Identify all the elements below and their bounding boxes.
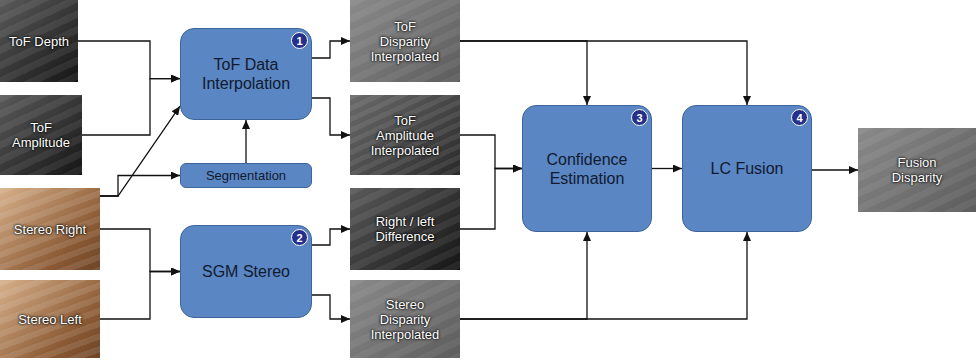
node-label: Stereo Right <box>14 222 86 237</box>
flow-arrow <box>460 41 587 105</box>
flow-arrow <box>460 135 522 169</box>
image-thumbnail: Fusion Disparity <box>858 128 976 212</box>
callout-number: 3 <box>631 109 648 126</box>
image-thumbnail: Stereo Right <box>0 188 100 270</box>
callout-number: 3 <box>636 111 642 125</box>
node-label: LC Fusion <box>711 159 784 178</box>
callout-number: 2 <box>296 231 302 245</box>
process-box: SGM Stereo 2 <box>180 225 312 318</box>
image-thumbnail: Right / left Difference <box>350 188 460 270</box>
node-label: SGM Stereo <box>202 262 290 281</box>
flow-arrow <box>100 176 180 197</box>
node-label: Confidence Estimation <box>535 150 639 188</box>
flow-arrow <box>100 106 180 196</box>
image-thumbnail: ToF Amplitude Interpolated <box>350 95 460 175</box>
node-label: ToF Amplitude Interpolated <box>368 113 442 158</box>
flow-arrow <box>652 168 682 169</box>
node-label: ToF Disparity Interpolated <box>368 19 442 64</box>
node-label: Segmentation <box>206 168 286 183</box>
callout-number: 1 <box>296 34 302 48</box>
image-thumbnail: ToF Amplitude <box>0 95 82 175</box>
node-label: ToF Data Interpolation <box>194 55 298 93</box>
flow-arrow <box>78 41 180 79</box>
process-box: Confidence Estimation 3 <box>522 105 652 232</box>
image-thumbnail: ToF Disparity Interpolated <box>350 0 460 82</box>
flow-arrow <box>312 98 350 135</box>
flow-arrow <box>312 229 350 245</box>
callout-number: 2 <box>291 229 308 246</box>
process-box: LC Fusion 4 <box>682 105 812 232</box>
node-label: ToF Depth <box>9 34 69 49</box>
image-thumbnail: Stereo Disparity Interpolated <box>350 280 460 358</box>
flow-arrow <box>460 232 747 319</box>
flow-arrow <box>100 272 180 320</box>
flow-arrow <box>460 41 747 105</box>
flow-arrow <box>460 169 522 230</box>
image-thumbnail: ToF Depth <box>0 0 78 82</box>
callout-number: 1 <box>291 32 308 49</box>
flow-arrow <box>312 41 350 58</box>
node-label: Stereo Disparity Interpolated <box>368 297 442 342</box>
callout-number: 4 <box>796 111 802 125</box>
node-label: Right / left Difference <box>368 214 442 244</box>
callout-number: 4 <box>791 109 808 126</box>
process-box: Segmentation <box>180 163 312 188</box>
flow-arrow <box>812 169 858 170</box>
flow-arrow <box>312 295 350 319</box>
node-label: ToF Amplitude <box>6 120 76 150</box>
flow-arrow <box>460 232 587 319</box>
node-label: Stereo Left <box>18 312 82 327</box>
node-label: Fusion Disparity <box>880 155 954 185</box>
flow-arrow <box>245 120 246 163</box>
process-box: ToF Data Interpolation 1 <box>180 28 312 120</box>
flow-arrow <box>100 229 180 272</box>
image-thumbnail: Stereo Left <box>0 280 100 358</box>
